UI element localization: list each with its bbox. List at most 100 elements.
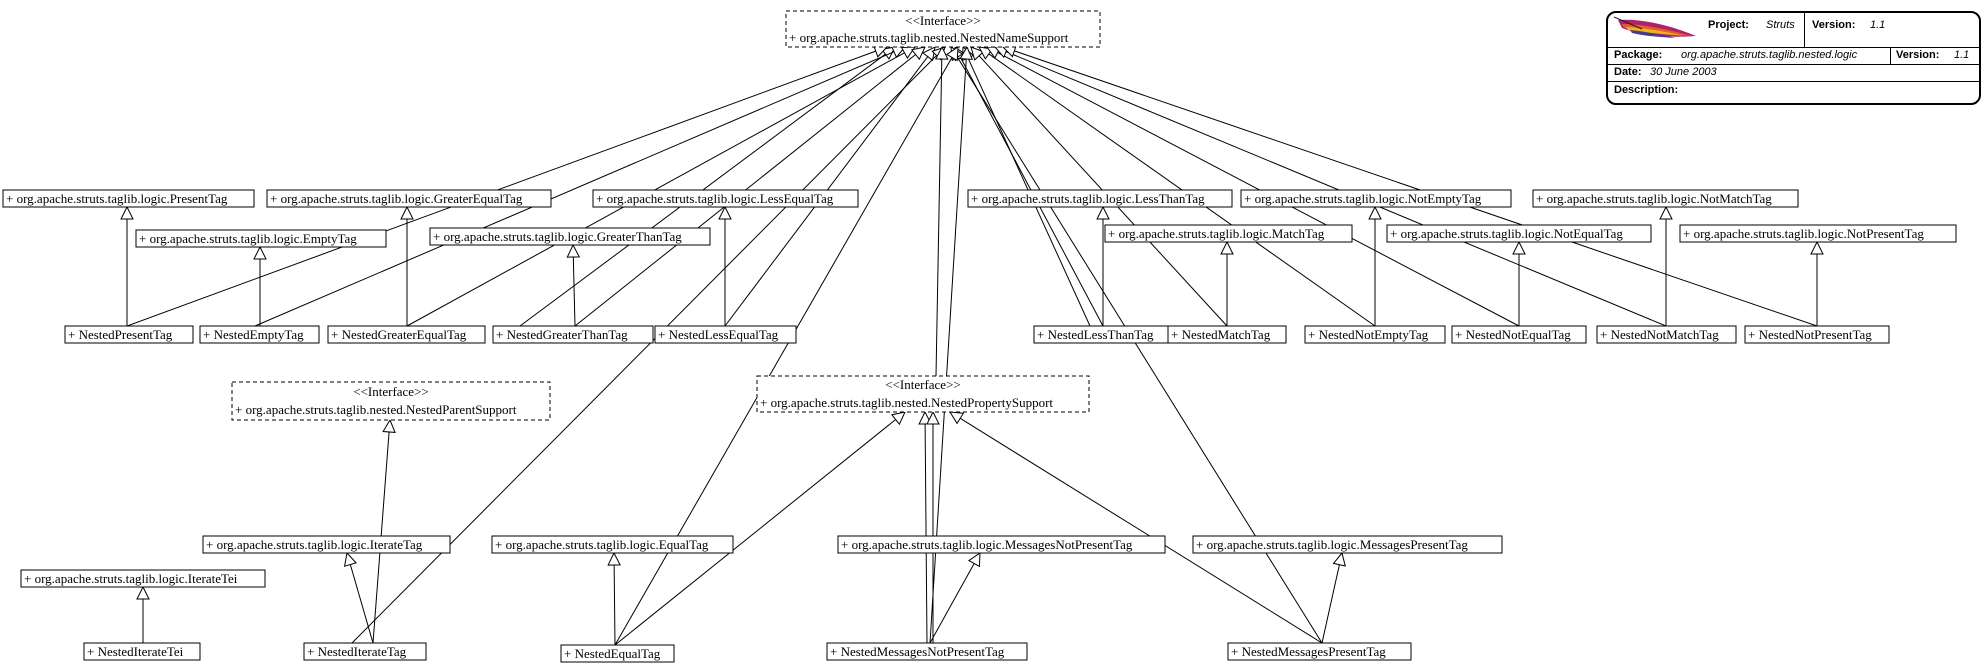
node-nested-not-present-tag[interactable]: + NestedNotPresentTag xyxy=(1744,325,1890,344)
node-greater-equal-tag[interactable]: + org.apache.struts.taglib.logic.Greater… xyxy=(266,189,552,208)
generalization-line xyxy=(1014,50,1818,327)
generalization-line xyxy=(1005,51,1667,327)
inheritance-arrowhead xyxy=(1512,240,1526,255)
node-nested-messages-not-present-tag[interactable]: + NestedMessagesNotPresentTag xyxy=(826,642,1028,661)
class-name: + org.apache.struts.taglib.logic.Greater… xyxy=(270,191,523,206)
inheritance-arrowhead xyxy=(910,46,926,61)
inheritance-arrowhead xyxy=(607,551,621,566)
inheritance-arrowhead xyxy=(922,46,936,62)
version-value: 1.1 xyxy=(1870,19,1886,31)
generalization-line xyxy=(351,55,937,644)
class-name: + NestedNotEqualTag xyxy=(1455,327,1571,342)
divider xyxy=(1890,47,1891,64)
class-name: + org.apache.struts.taglib.logic.LessTha… xyxy=(971,191,1205,206)
node-nested-iterate-tei[interactable]: + NestedIterateTei xyxy=(83,642,201,661)
class-name: + org.apache.struts.taglib.logic.LessEqu… xyxy=(596,191,834,206)
node-nested-present-tag[interactable]: + NestedPresentTag xyxy=(64,325,194,344)
inheritance-arrowhead xyxy=(949,411,965,425)
node-not-empty-tag[interactable]: + org.apache.struts.taglib.logic.NotEmpt… xyxy=(1240,189,1512,208)
inheritance-arrowhead xyxy=(945,46,959,62)
node-less-equal-tag[interactable]: + org.apache.struts.taglib.logic.LessEqu… xyxy=(592,189,859,208)
inheritance-arrowhead xyxy=(253,245,267,260)
class-name: + org.apache.struts.taglib.logic.EqualTa… xyxy=(495,537,709,552)
class-name: + org.apache.struts.taglib.logic.MatchTa… xyxy=(1108,226,1325,241)
generalization-line xyxy=(997,52,1520,327)
inheritance-arrowhead xyxy=(1368,205,1382,220)
class-name: + NestedEmptyTag xyxy=(203,327,304,342)
node-nested-not-equal-tag[interactable]: + NestedNotEqualTag xyxy=(1451,325,1587,344)
node-nested-not-match-tag[interactable]: + NestedNotMatchTag xyxy=(1596,325,1737,344)
class-name: + org.apache.struts.taglib.logic.NotEqua… xyxy=(1390,226,1623,241)
project-value: Struts xyxy=(1766,19,1795,31)
class-name: + NestedMessagesNotPresentTag xyxy=(830,644,1005,659)
inheritance-arrowhead xyxy=(934,45,949,60)
class-name: + NestedMatchTag xyxy=(1171,327,1271,342)
node-match-tag[interactable]: + org.apache.struts.taglib.logic.MatchTa… xyxy=(1104,224,1353,243)
class-name: + org.apache.struts.taglib.logic.Message… xyxy=(1196,537,1468,552)
class-name: + org.apache.struts.taglib.logic.Greater… xyxy=(433,229,682,244)
node-greater-than-tag[interactable]: + org.apache.struts.taglib.logic.Greater… xyxy=(429,227,711,246)
class-name: + NestedMessagesPresentTag xyxy=(1231,644,1386,659)
node-nested-messages-present-tag[interactable]: + NestedMessagesPresentTag xyxy=(1227,642,1412,661)
node-messages-not-present-tag[interactable]: + org.apache.struts.taglib.logic.Message… xyxy=(837,535,1166,554)
package-row: Package: org.apache.struts.taglib.nested… xyxy=(1608,47,1979,65)
class-name: + NestedLessEqualTag xyxy=(658,327,779,342)
generalization-line xyxy=(349,564,374,644)
node-messages-present-tag[interactable]: + org.apache.struts.taglib.logic.Message… xyxy=(1192,535,1503,554)
generalization-line xyxy=(572,256,576,327)
inheritance-arrowhead xyxy=(1220,240,1234,255)
class-name: + org.apache.struts.taglib.logic.EmptyTa… xyxy=(139,231,357,246)
generalization-line xyxy=(126,50,876,327)
node-nested-empty-tag[interactable]: + NestedEmptyTag xyxy=(199,325,320,344)
inheritance-arrowhead xyxy=(136,585,150,600)
class-name: + NestedNotPresentTag xyxy=(1748,327,1872,342)
inheritance-arrowhead xyxy=(890,411,906,426)
inheritance-arrowhead xyxy=(1096,205,1110,220)
generalization-line xyxy=(406,52,905,327)
project-row: Project: Struts Version: 1.1 xyxy=(1608,13,1979,48)
generalization-line xyxy=(935,58,943,377)
node-nested-parent-support[interactable]: <<Interface>> + org.apache.struts.taglib… xyxy=(231,381,551,421)
inheritance-arrowhead xyxy=(1659,205,1673,220)
node-present-tag[interactable]: + org.apache.struts.taglib.logic.Present… xyxy=(2,189,255,208)
node-nested-property-support[interactable]: <<Interface>> + org.apache.struts.taglib… xyxy=(756,375,1090,413)
node-nested-less-equal-tag[interactable]: + NestedLessEqualTag xyxy=(654,325,797,344)
inheritance-arrowhead xyxy=(343,551,358,567)
package-version-value: 1.1 xyxy=(1954,49,1970,61)
generalization-line xyxy=(613,564,616,646)
inheritance-arrowhead xyxy=(400,205,414,220)
generalization-line xyxy=(929,58,967,644)
package-value: org.apache.struts.taglib.nested.logic xyxy=(1681,49,1858,61)
node-less-than-tag[interactable]: + org.apache.struts.taglib.logic.LessTha… xyxy=(967,189,1233,208)
package-label: Package: xyxy=(1614,49,1663,61)
node-not-match-tag[interactable]: + org.apache.struts.taglib.logic.NotMatc… xyxy=(1532,189,1799,208)
inheritance-arrowhead xyxy=(926,410,940,425)
node-empty-tag[interactable]: + org.apache.struts.taglib.logic.EmptyTa… xyxy=(135,229,387,248)
node-nested-name-support[interactable]: <<Interface>> + org.apache.struts.taglib… xyxy=(785,10,1101,48)
node-iterate-tag[interactable]: + org.apache.struts.taglib.logic.Iterate… xyxy=(202,535,451,554)
inheritance-arrowhead xyxy=(718,205,732,220)
node-nested-greater-equal-tag[interactable]: + NestedGreaterEqualTag xyxy=(327,325,486,344)
node-nested-less-than-tag[interactable]: + NestedLessThanTag xyxy=(1033,325,1173,344)
node-nested-equal-tag[interactable]: + NestedEqualTag xyxy=(560,644,675,663)
inheritance-arrowhead xyxy=(959,45,974,60)
class-name: + org.apache.struts.taglib.logic.Message… xyxy=(841,537,1133,552)
class-name: + NestedNotEmptyTag xyxy=(1308,327,1429,342)
inheritance-arrowhead xyxy=(382,418,396,433)
project-info-panel: Project: Struts Version: 1.1 Package: or… xyxy=(1606,11,1981,105)
node-iterate-tei[interactable]: + org.apache.struts.taglib.logic.Iterate… xyxy=(20,569,266,588)
node-not-equal-tag[interactable]: + org.apache.struts.taglib.logic.NotEqua… xyxy=(1386,224,1652,243)
node-nested-iterate-tag[interactable]: + NestedIterateTag xyxy=(303,642,427,661)
date-label: Date: xyxy=(1614,66,1642,78)
node-nested-not-empty-tag[interactable]: + NestedNotEmptyTag xyxy=(1304,325,1446,344)
node-not-present-tag[interactable]: + org.apache.struts.taglib.logic.NotPres… xyxy=(1679,224,1957,243)
node-equal-tag[interactable]: + org.apache.struts.taglib.logic.EqualTa… xyxy=(491,535,734,554)
generalization-line xyxy=(929,563,975,644)
node-nested-match-tag[interactable]: + NestedMatchTag xyxy=(1167,325,1287,344)
class-name: + org.apache.struts.taglib.logic.Iterate… xyxy=(24,571,238,586)
node-nested-greater-than-tag[interactable]: + NestedGreaterThanTag xyxy=(492,325,654,344)
feather-logo-icon xyxy=(1613,16,1696,38)
class-name: + org.apache.struts.taglib.logic.NotMatc… xyxy=(1536,191,1772,206)
class-name: + org.apache.struts.taglib.logic.Iterate… xyxy=(206,537,423,552)
